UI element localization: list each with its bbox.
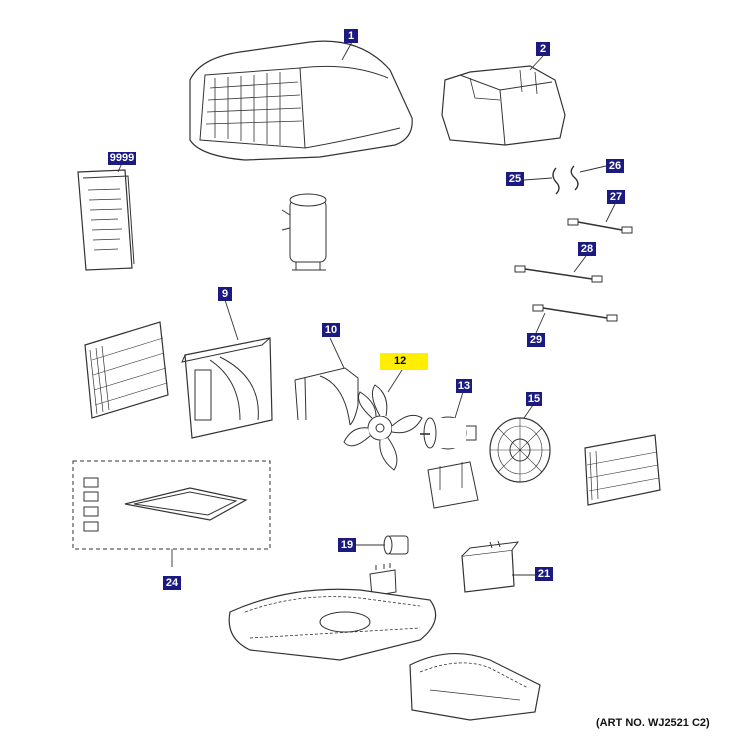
art-number: (ART NO. WJ2521 C2)	[596, 717, 710, 729]
callout-12[interactable]: 12	[380, 353, 428, 370]
part-shroud-cover	[189, 40, 413, 161]
part-manual-booklet	[77, 169, 135, 271]
part-fan-shroud	[181, 337, 273, 439]
callout-1[interactable]: 1	[344, 29, 358, 43]
part-top-housing	[441, 65, 566, 146]
part-condenser-coil	[84, 321, 169, 419]
part-ceiling-assembly	[409, 653, 541, 721]
callout-29[interactable]: 29	[527, 333, 545, 347]
callout-15[interactable]: 15	[526, 392, 542, 406]
callout-9999[interactable]: 9999	[108, 152, 136, 165]
callout-10[interactable]: 10	[322, 323, 340, 337]
callout-2[interactable]: 2	[536, 42, 550, 56]
callout-9[interactable]: 9	[218, 287, 232, 301]
part-fan-orifice	[294, 367, 359, 426]
leader-lines	[117, 41, 616, 576]
callout-13[interactable]: 13	[456, 379, 472, 393]
part-harness-29	[532, 304, 618, 322]
callout-25[interactable]: 25	[506, 172, 524, 186]
callout-24[interactable]: 24	[163, 576, 181, 590]
part-harness-28	[514, 265, 603, 283]
part-blower-wheel	[489, 417, 551, 483]
part-fan-blade	[343, 384, 423, 471]
part-relay-block	[369, 563, 397, 597]
callout-27[interactable]: 27	[607, 190, 625, 204]
part-gasket-kit	[72, 460, 271, 550]
part-capacitor-box	[461, 540, 520, 593]
callout-19[interactable]: 19	[338, 538, 356, 552]
part-compressor	[281, 193, 327, 271]
callout-21[interactable]: 21	[535, 567, 553, 581]
part-capacitor-small	[383, 535, 409, 555]
part-blower-motor	[420, 416, 479, 509]
part-wire-clip-26	[570, 165, 579, 191]
callout-26[interactable]: 26	[606, 159, 624, 173]
callout-28[interactable]: 28	[578, 242, 596, 256]
part-base-pan	[228, 588, 437, 661]
part-wire-clip-25	[552, 167, 560, 195]
part-evaporator-coil	[584, 434, 661, 506]
part-harness-27	[567, 218, 633, 234]
